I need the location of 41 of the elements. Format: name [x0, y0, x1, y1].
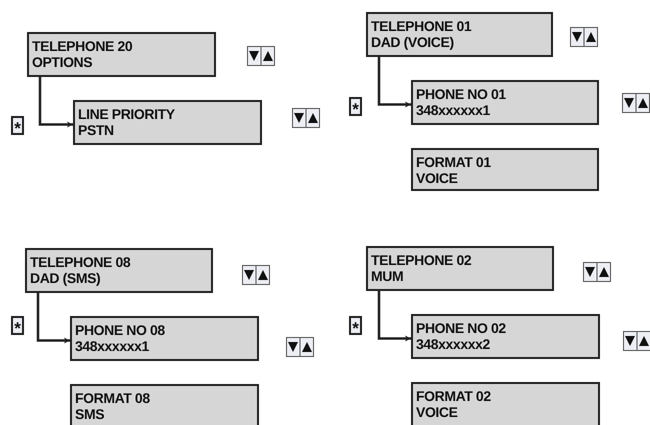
lcd-display-box — [411, 314, 600, 359]
display-text: VOICE — [416, 170, 458, 186]
display-text: VOICE — [416, 404, 458, 420]
lcd-display-box — [70, 384, 259, 425]
lcd-display-box — [73, 100, 262, 145]
display-text: LINE PRIORITY — [78, 106, 175, 122]
lcd-display-box — [366, 246, 554, 291]
key-symbol: * — [11, 116, 24, 135]
display-text: 348xxxxxx2 — [416, 336, 490, 352]
display-text: PHONE NO 02 — [416, 320, 506, 336]
display-text: PHONE NO 08 — [75, 322, 165, 338]
display-text: FORMAT 08 — [75, 390, 150, 406]
lcd-display-box — [70, 316, 259, 361]
display-text: MUM — [371, 268, 404, 284]
display-text: DAD (VOICE) — [371, 34, 454, 50]
lcd-display-box — [411, 148, 599, 191]
display-text: TELEPHONE 02 — [371, 252, 472, 268]
key-symbol: * — [349, 316, 362, 335]
display-text: PHONE NO 01 — [416, 86, 506, 102]
key-symbol: * — [11, 316, 24, 335]
display-text: DAD (SMS) — [30, 270, 100, 286]
lcd-display-box — [366, 12, 553, 57]
display-text: SMS — [75, 406, 104, 422]
display-text: OPTIONS — [32, 54, 92, 70]
lcd-display-box — [411, 80, 599, 125]
display-text: TELEPHONE 01 — [371, 18, 472, 34]
lcd-display-box — [27, 32, 216, 77]
display-text: TELEPHONE 20 — [32, 38, 132, 54]
connector-arrow — [38, 77, 73, 128]
display-text: 348xxxxxx1 — [75, 338, 149, 354]
lcd-display-box — [25, 248, 213, 293]
connector-arrow — [36, 293, 70, 344]
display-text: FORMAT 01 — [416, 154, 491, 170]
lcd-display-box — [411, 382, 600, 425]
display-text: 348xxxxxx1 — [416, 102, 490, 118]
key-symbol: * — [349, 97, 362, 116]
display-text: PSTN — [78, 122, 114, 138]
display-text: TELEPHONE 08 — [30, 254, 130, 270]
display-text: FORMAT 02 — [416, 388, 491, 404]
connector-arrow — [378, 291, 411, 342]
connector-arrow — [378, 57, 411, 108]
